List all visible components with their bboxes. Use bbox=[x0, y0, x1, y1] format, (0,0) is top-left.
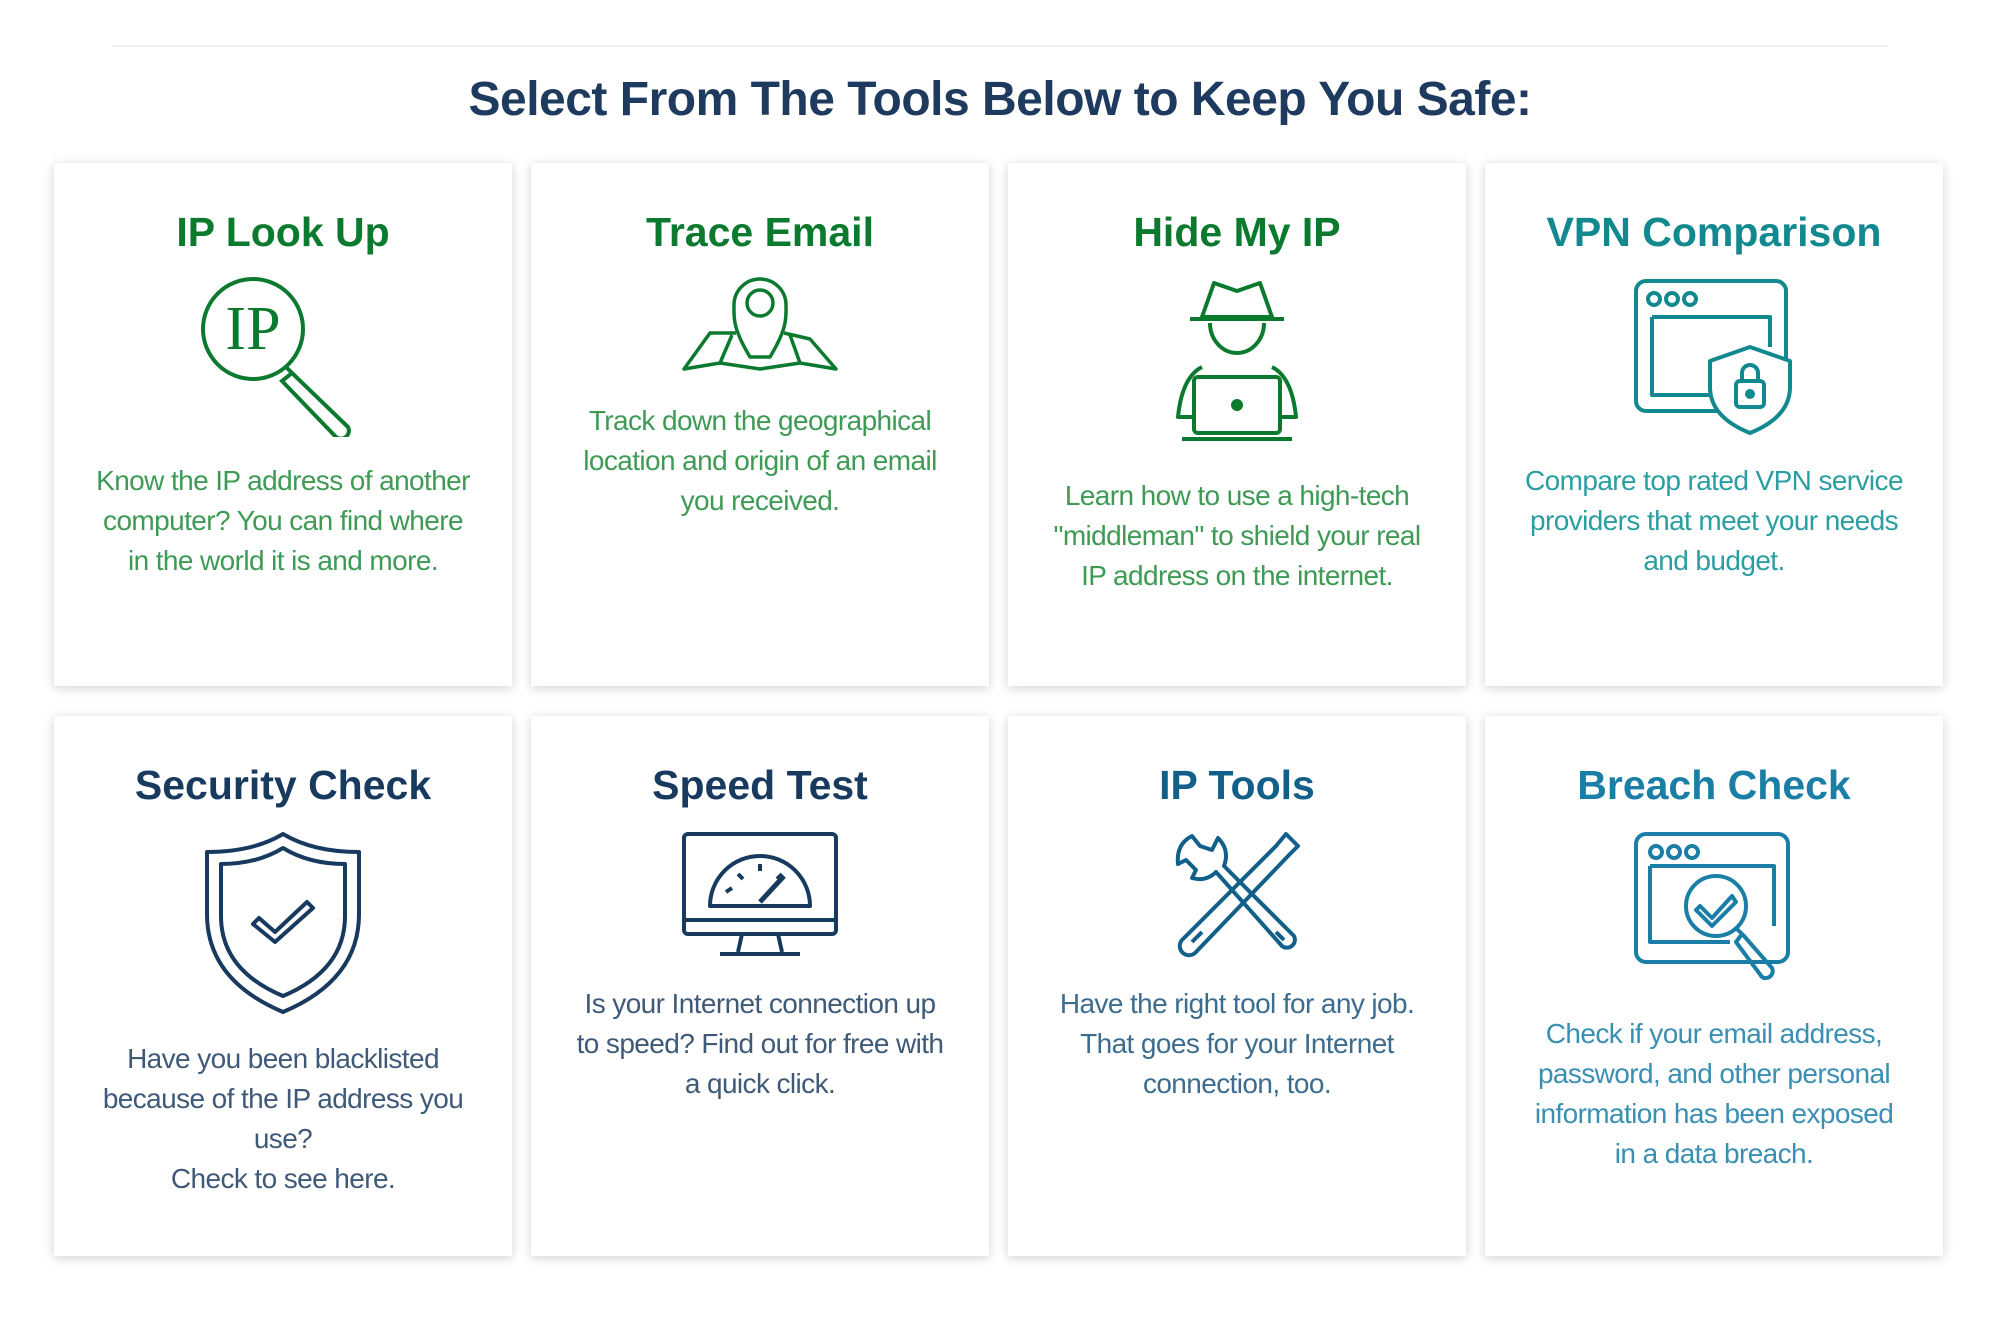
shield-check-icon bbox=[205, 832, 361, 1014]
check-link-text[interactable]: Check to see here. bbox=[170, 1163, 396, 1194]
incognito-laptop-icon bbox=[1176, 281, 1298, 441]
card-title: Hide My IP bbox=[1133, 209, 1341, 255]
tool-card-ip-lookup[interactable]: IP Look Up IP Know the IP address of ano… bbox=[54, 163, 512, 686]
page-title: Select From The Tools Below to Keep You … bbox=[468, 73, 1532, 126]
tool-card-vpn-comparison[interactable]: VPN Comparison Compare top rated VPN ser… bbox=[1485, 163, 1943, 686]
top-divider bbox=[112, 45, 1888, 47]
card-description: Learn how to use a high-tech "middleman"… bbox=[1053, 480, 1421, 591]
tool-card-hide-my-ip[interactable]: Hide My IP Learn how to use a high-tech … bbox=[1008, 163, 1466, 686]
card-description: Know the IP address of another computer?… bbox=[96, 465, 470, 576]
card-title: Trace Email bbox=[646, 209, 874, 255]
ip-magnifier-icon: IP bbox=[201, 277, 351, 437]
tool-card-ip-tools[interactable]: IP Tools Have the right tool for any job… bbox=[1008, 716, 1466, 1256]
card-title: Breach Check bbox=[1577, 762, 1851, 808]
card-title: Security Check bbox=[134, 762, 432, 808]
card-description: Check if your email address, password, a… bbox=[1534, 1018, 1894, 1169]
browser-shield-lock-icon bbox=[1633, 279, 1792, 435]
card-title: Speed Test bbox=[652, 762, 868, 808]
card-description: Have you been blacklisted because of the… bbox=[94, 1039, 472, 1199]
tool-card-breach-check[interactable]: Breach Check Check if your email address… bbox=[1485, 716, 1943, 1256]
tool-card-speed-test[interactable]: Speed Test Is your Internet connection u… bbox=[531, 716, 989, 1256]
card-description-text: Have you been blacklisted because of the… bbox=[102, 1043, 464, 1154]
card-description: Have the right tool for any job. That go… bbox=[1059, 988, 1415, 1099]
wrench-screwdriver-icon bbox=[1175, 832, 1300, 958]
browser-magnifier-check-icon bbox=[1633, 832, 1790, 981]
card-description: Is your Internet connection up to speed?… bbox=[576, 988, 944, 1099]
card-description: Track down the geographical location and… bbox=[583, 405, 937, 516]
speedometer-monitor-icon bbox=[682, 832, 838, 956]
svg-text:IP: IP bbox=[225, 295, 280, 363]
card-description: Compare top rated VPN service providers … bbox=[1525, 465, 1903, 576]
card-title: VPN Comparison bbox=[1546, 209, 1882, 255]
map-pin-icon bbox=[682, 277, 838, 371]
tool-card-security-check[interactable]: Security Check Have you been blacklisted… bbox=[54, 716, 512, 1256]
tool-card-trace-email[interactable]: Trace Email Track down the geographical … bbox=[531, 163, 989, 686]
card-title: IP Look Up bbox=[176, 209, 390, 255]
card-title: IP Tools bbox=[1159, 762, 1315, 808]
